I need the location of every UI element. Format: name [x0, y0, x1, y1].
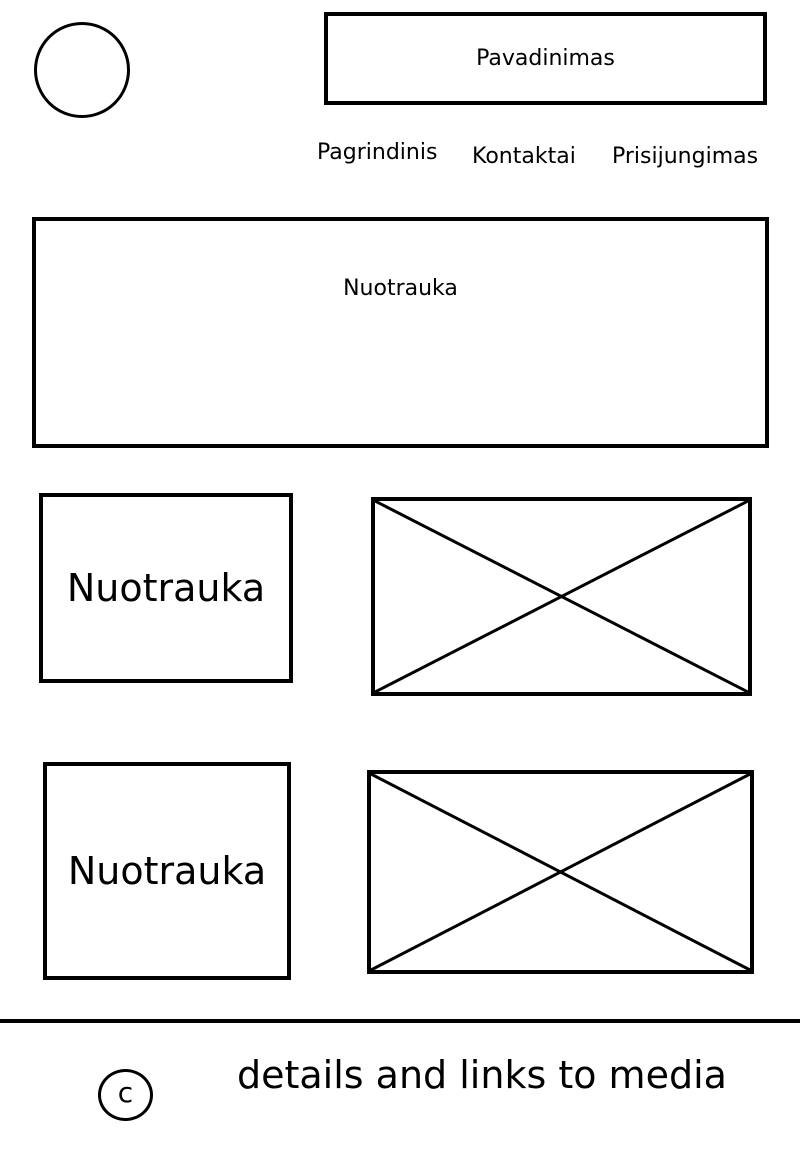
logo-circle-icon	[34, 22, 130, 118]
copyright-symbol: c	[117, 1076, 134, 1109]
photo-box-2: Nuotrauka	[43, 762, 291, 980]
site-title: Pavadinimas	[476, 46, 615, 71]
placeholder-cross	[371, 774, 750, 970]
photo-label-1: Nuotrauka	[66, 566, 266, 610]
copyright-icon: c	[98, 1069, 153, 1121]
site-title-box: Pavadinimas	[324, 12, 767, 105]
nav-item-kontaktai[interactable]: Kontaktai	[472, 144, 576, 169]
photo-label-2: Nuotrauka	[67, 849, 267, 893]
nav-item-prisijungimas[interactable]: Prisijungimas	[612, 144, 759, 169]
hero-photo-box: Nuotrauka	[32, 217, 769, 448]
footer-divider	[0, 1019, 800, 1023]
footer-details-text: details and links to media	[237, 1053, 727, 1097]
photo-box-1: Nuotrauka	[39, 493, 293, 683]
hero-photo-label: Nuotrauka	[343, 276, 458, 301]
image-placeholder-icon	[367, 770, 754, 974]
placeholder-cross	[375, 501, 748, 692]
image-placeholder-icon	[371, 497, 752, 696]
nav-item-pagrindinis[interactable]: Pagrindinis	[317, 140, 438, 165]
